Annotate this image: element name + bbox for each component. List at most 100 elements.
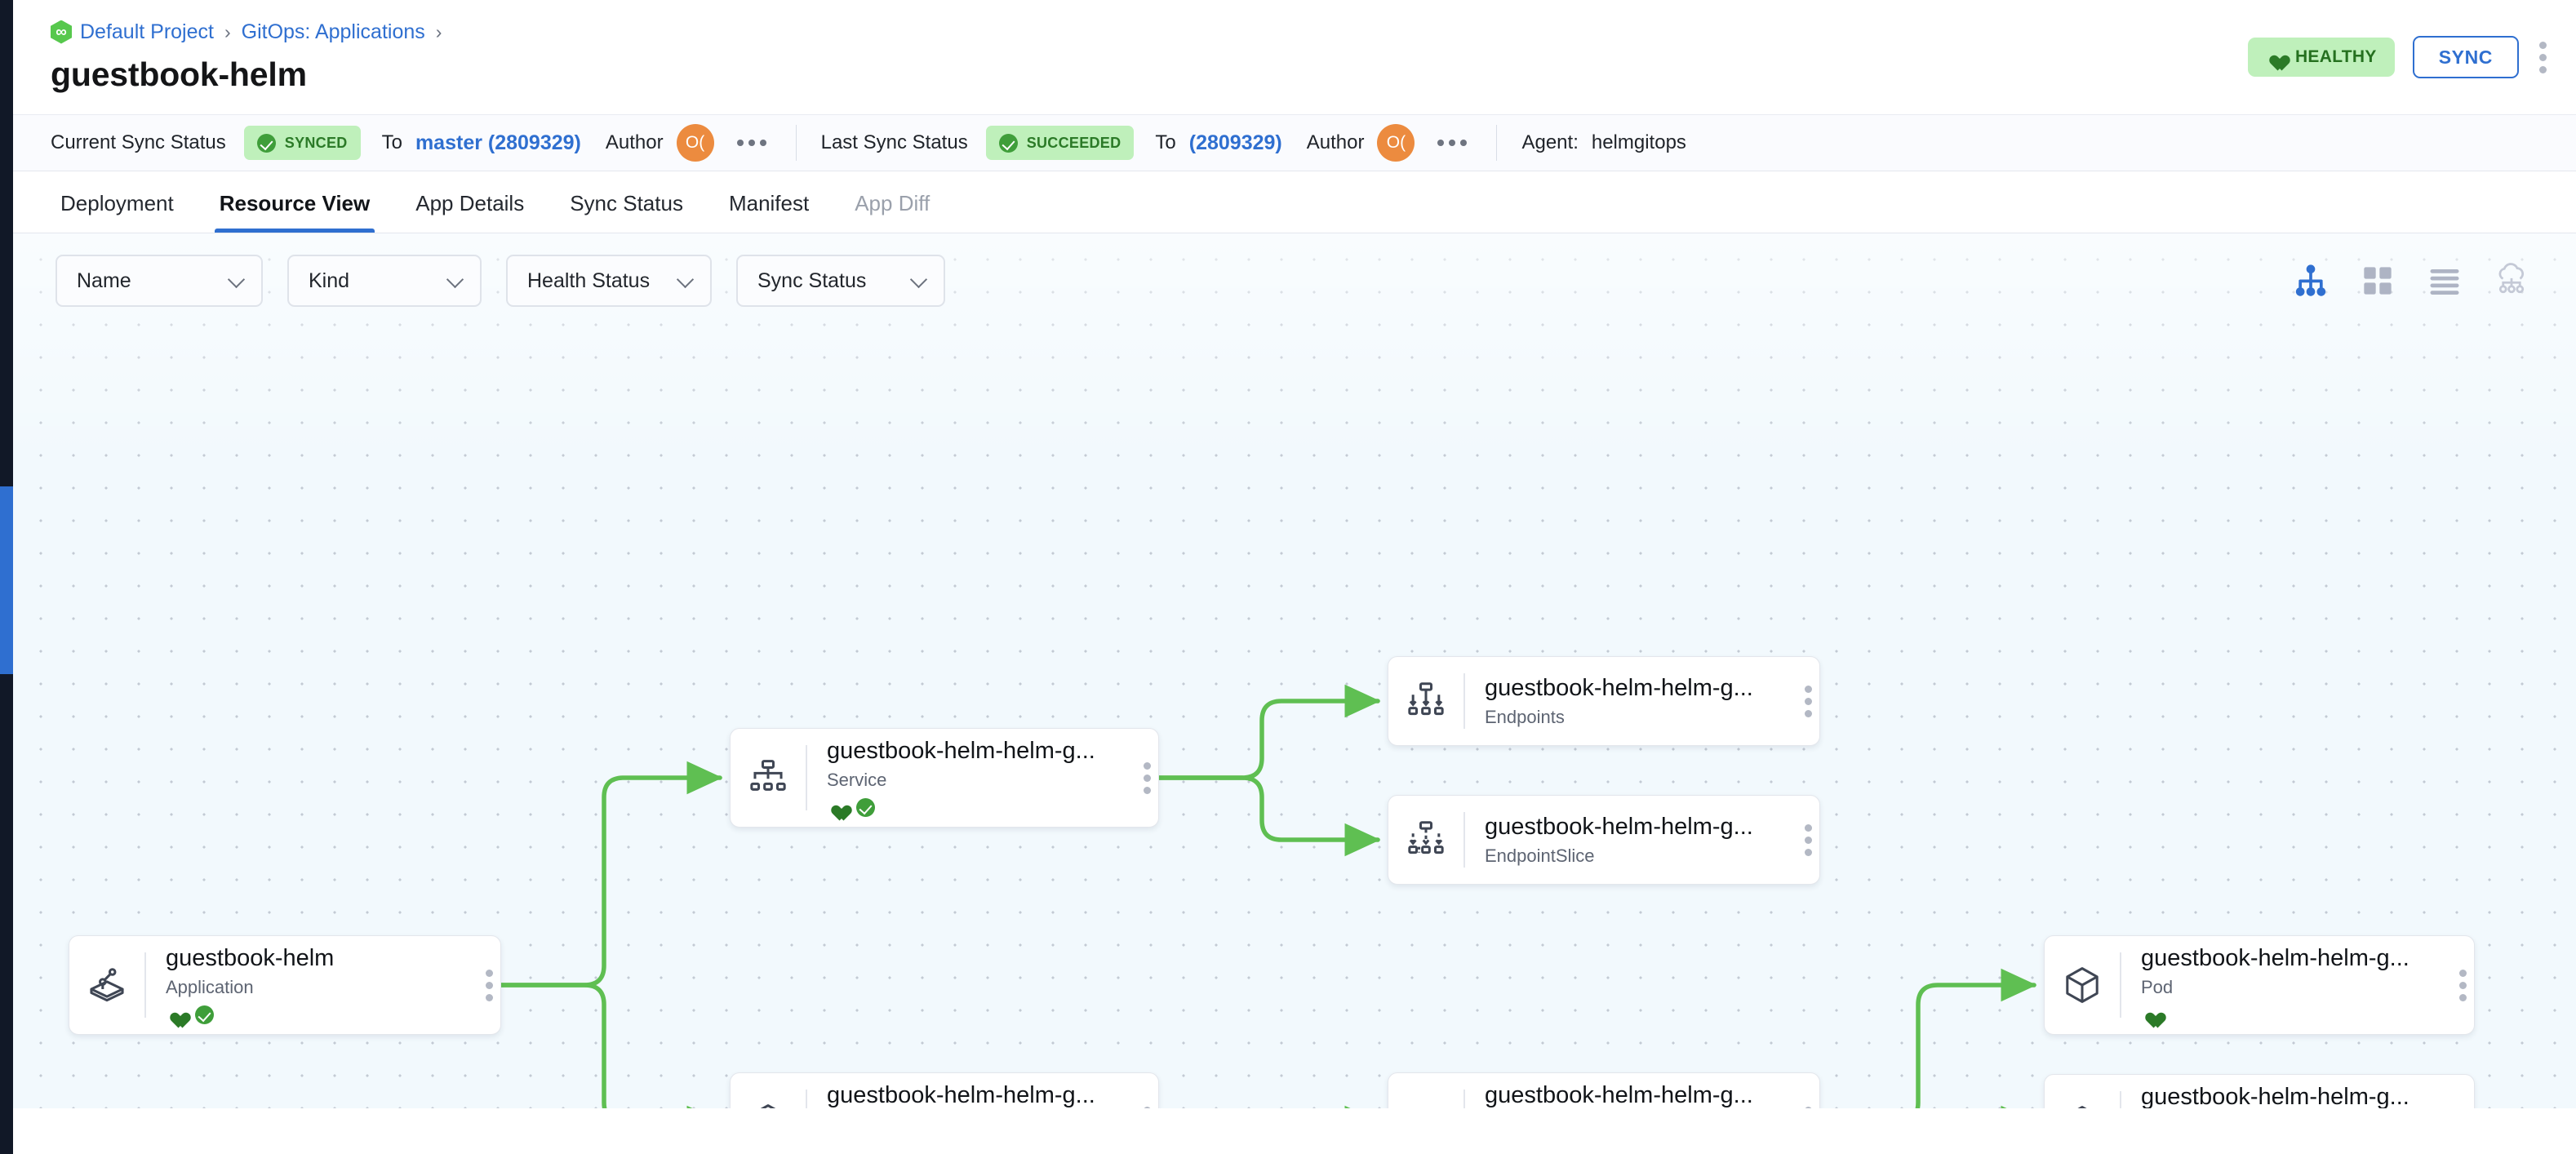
tab-bar: Deployment Resource View App Details Sync S… [13, 171, 2576, 233]
filter-name-label: Name [77, 269, 131, 292]
breadcrumb: ∞ Default Project › GitOps: Applications… [51, 18, 2538, 46]
node-status-icons [827, 797, 1129, 818]
last-author-more-icon[interactable] [1432, 135, 1472, 151]
current-revision-link[interactable]: master (2809329) [415, 131, 581, 154]
graph-edges [499, 684, 2037, 1108]
node-status-icons [166, 1004, 471, 1025]
tab-deployment[interactable]: Deployment [60, 191, 174, 215]
page-title: guestbook-helm [51, 55, 307, 93]
tab-sync-status[interactable]: Sync Status [570, 191, 683, 215]
node-overflow-menu-icon[interactable] [1143, 1103, 1158, 1108]
node-overflow-menu-icon[interactable] [1804, 1103, 1819, 1108]
tab-manifest[interactable]: Manifest [728, 191, 810, 215]
node-body: guestbook-helm-helm-g...ReplicaSet [1465, 1082, 1805, 1108]
node-overflow-menu-icon[interactable] [1804, 682, 1819, 721]
filter-kind-select[interactable]: Kind [287, 255, 482, 307]
current-author-avatar[interactable]: O( [676, 124, 714, 162]
resource-graph-canvas[interactable]: Name Kind Health Status Sync Status [13, 233, 2576, 1108]
heart-icon [827, 799, 846, 816]
filter-bar: Name Kind Health Status Sync Status [13, 233, 2576, 328]
list-view-icon[interactable] [2426, 262, 2463, 300]
agent-value: helmgitops [1591, 131, 1686, 153]
last-to-label: To [1155, 131, 1176, 153]
node-title: guestbook-helm-helm-g... [1485, 674, 1753, 701]
last-revision-link[interactable]: (2809329) [1188, 131, 1282, 154]
node-kind: EndpointSlice [1485, 846, 1595, 867]
graph-node-endpoints[interactable]: guestbook-helm-helm-g...Endpoints [1388, 656, 1820, 746]
heart-icon [2141, 1006, 2160, 1023]
breadcrumb-item-gitops-applications[interactable]: GitOps: Applications [241, 20, 425, 43]
infinity-glyph: ∞ [56, 23, 67, 41]
node-overflow-menu-icon[interactable] [1804, 821, 1819, 859]
replicaset-icon [1388, 1101, 1463, 1108]
node-kind: Pod [2141, 977, 2174, 998]
current-sync-status-chip: SYNCED [243, 126, 361, 160]
tab-resource-view[interactable]: Resource View [197, 191, 393, 233]
last-author-label: Author [1306, 131, 1365, 153]
node-kind: Application [166, 977, 254, 998]
node-overflow-menu-icon[interactable] [485, 966, 500, 1005]
graph-node-service[interactable]: guestbook-helm-helm-g...Service [730, 728, 1159, 828]
last-sync-status-label: Last Sync Status [820, 131, 968, 153]
node-kind: Service [827, 770, 887, 791]
node-body: guestbook-helm-helm-g...Pod [2121, 1084, 2459, 1108]
node-title: guestbook-helm-helm-g... [1485, 1081, 1753, 1108]
chevron-down-icon [229, 273, 245, 289]
service-icon [731, 757, 806, 799]
node-overflow-menu-icon[interactable] [2458, 966, 2474, 1005]
node-divider [2120, 952, 2121, 1018]
tab-app-details[interactable]: App Details [415, 191, 525, 215]
graph-node-endpointslice[interactable]: guestbook-helm-helm-g... EndpointSlice [1388, 795, 1820, 885]
agent-info: Agent:helmgitops [1521, 131, 1686, 154]
filter-name-select[interactable]: Name [56, 255, 263, 307]
node-title: guestbook-helm-helm-g... [1485, 813, 1753, 840]
graph-node-pod[interactable]: guestbook-helm-helm-g...Pod [2044, 1074, 2475, 1108]
rail-active-indicator[interactable] [0, 486, 13, 674]
chevron-down-icon [447, 273, 464, 289]
tree-view-icon[interactable] [2292, 262, 2330, 300]
node-divider [144, 952, 146, 1018]
page-header: ∞ Default Project › GitOps: Applications… [13, 0, 2576, 114]
current-author-label: Author [605, 131, 664, 153]
node-overflow-menu-icon[interactable] [1143, 759, 1158, 797]
graph-node-deployment[interactable]: guestbook-helm-helm-g...Deployment [730, 1072, 1159, 1108]
check-circle-icon [256, 133, 276, 153]
chevron-down-icon [677, 273, 694, 289]
filter-sync-status-label: Sync Status [757, 269, 867, 292]
view-mode-toggles [2292, 262, 2530, 300]
pod-icon [2045, 964, 2120, 1006]
infinity-hexagon-icon: ∞ [51, 20, 72, 44]
deployment-icon [731, 1101, 806, 1108]
node-title: guestbook-helm-helm-g... [827, 1081, 1095, 1108]
filter-health-status-select[interactable]: Health Status [506, 255, 712, 307]
breadcrumb-item-default-project[interactable]: Default Project [80, 20, 214, 43]
heart-icon [166, 1006, 184, 1023]
sync-button[interactable]: SYNC [2412, 36, 2519, 78]
filter-health-status-label: Health Status [527, 269, 651, 292]
grid-view-icon[interactable] [2359, 262, 2396, 300]
pod-icon [2045, 1103, 2120, 1108]
filter-kind-label: Kind [309, 269, 350, 292]
last-author-avatar[interactable]: O( [1377, 124, 1415, 162]
graph-node-pod[interactable]: guestbook-helm-helm-g... Pod [2044, 935, 2475, 1035]
node-overflow-menu-icon[interactable] [2458, 1105, 2474, 1108]
network-view-icon[interactable] [2493, 262, 2530, 300]
current-sync-status-label: Current Sync Status [51, 131, 226, 153]
filter-sync-status-select[interactable]: Sync Status [736, 255, 945, 307]
graph-node-replicaset[interactable]: guestbook-helm-helm-g...ReplicaSet [1388, 1072, 1820, 1108]
check-circle-icon [856, 797, 875, 817]
status-badge-health: HEALTHY [2247, 38, 2395, 77]
chevron-down-icon [911, 273, 927, 289]
breadcrumb-separator: › [224, 20, 231, 42]
endpoints-icon [1388, 680, 1463, 722]
node-title: guestbook-helm-helm-g... [2141, 944, 2409, 971]
header-overflow-menu-icon[interactable] [2537, 38, 2548, 77]
node-status-icons [2141, 1004, 2445, 1025]
tab-app-diff: App Diff [855, 191, 930, 215]
current-author-more-icon[interactable] [732, 135, 771, 151]
current-sync-status-value: SYNCED [284, 134, 348, 151]
heart-icon [2266, 49, 2285, 66]
node-divider [806, 1090, 807, 1108]
